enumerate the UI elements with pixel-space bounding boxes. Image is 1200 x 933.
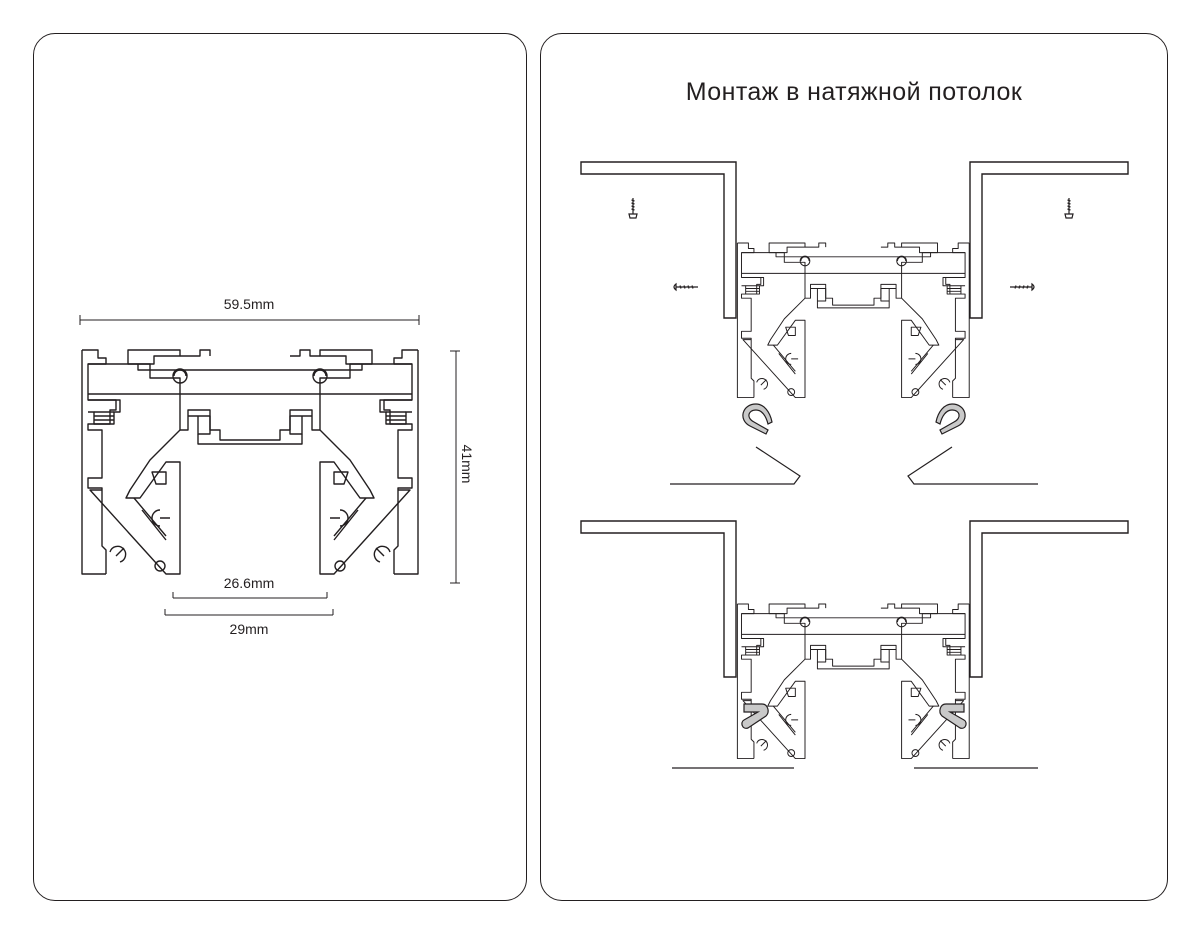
ceiling-film-left [670, 446, 801, 485]
profile-cross-section [736, 603, 970, 760]
screw-icon [673, 283, 699, 291]
ceiling-slab-left [580, 161, 737, 319]
profile-cross-section [736, 242, 970, 399]
ceiling-film-right [907, 446, 1038, 485]
opening-dimension-label: 29mm [230, 621, 269, 637]
height-dimension-label: 41mm [459, 445, 475, 484]
ceiling-slab-right [969, 520, 1129, 678]
installation-panel: Монтаж в натяжной потолок [540, 33, 1168, 901]
profile-dimensions-panel [33, 33, 527, 901]
screw-icon [628, 197, 638, 219]
installation-step-1 [580, 161, 1129, 485]
screw-icon [1064, 197, 1074, 219]
clip-icon [742, 403, 773, 435]
ceiling-slab-left [580, 520, 737, 678]
clip-installed-icon [939, 703, 967, 729]
width-dimension-label: 59.5mm [224, 296, 275, 312]
installation-step-2 [580, 520, 1129, 769]
inner-width-dimension-label: 26.6mm [224, 575, 275, 591]
clip-icon [935, 403, 966, 435]
profile-cross-section [81, 349, 419, 575]
installation-title: Монтаж в натяжной потолок [685, 78, 1023, 106]
ceiling-slab-right [969, 161, 1129, 319]
screw-icon [1009, 283, 1035, 291]
profile-drawing: 59.5mm 41mm 26.6mm 29mm [79, 296, 475, 637]
